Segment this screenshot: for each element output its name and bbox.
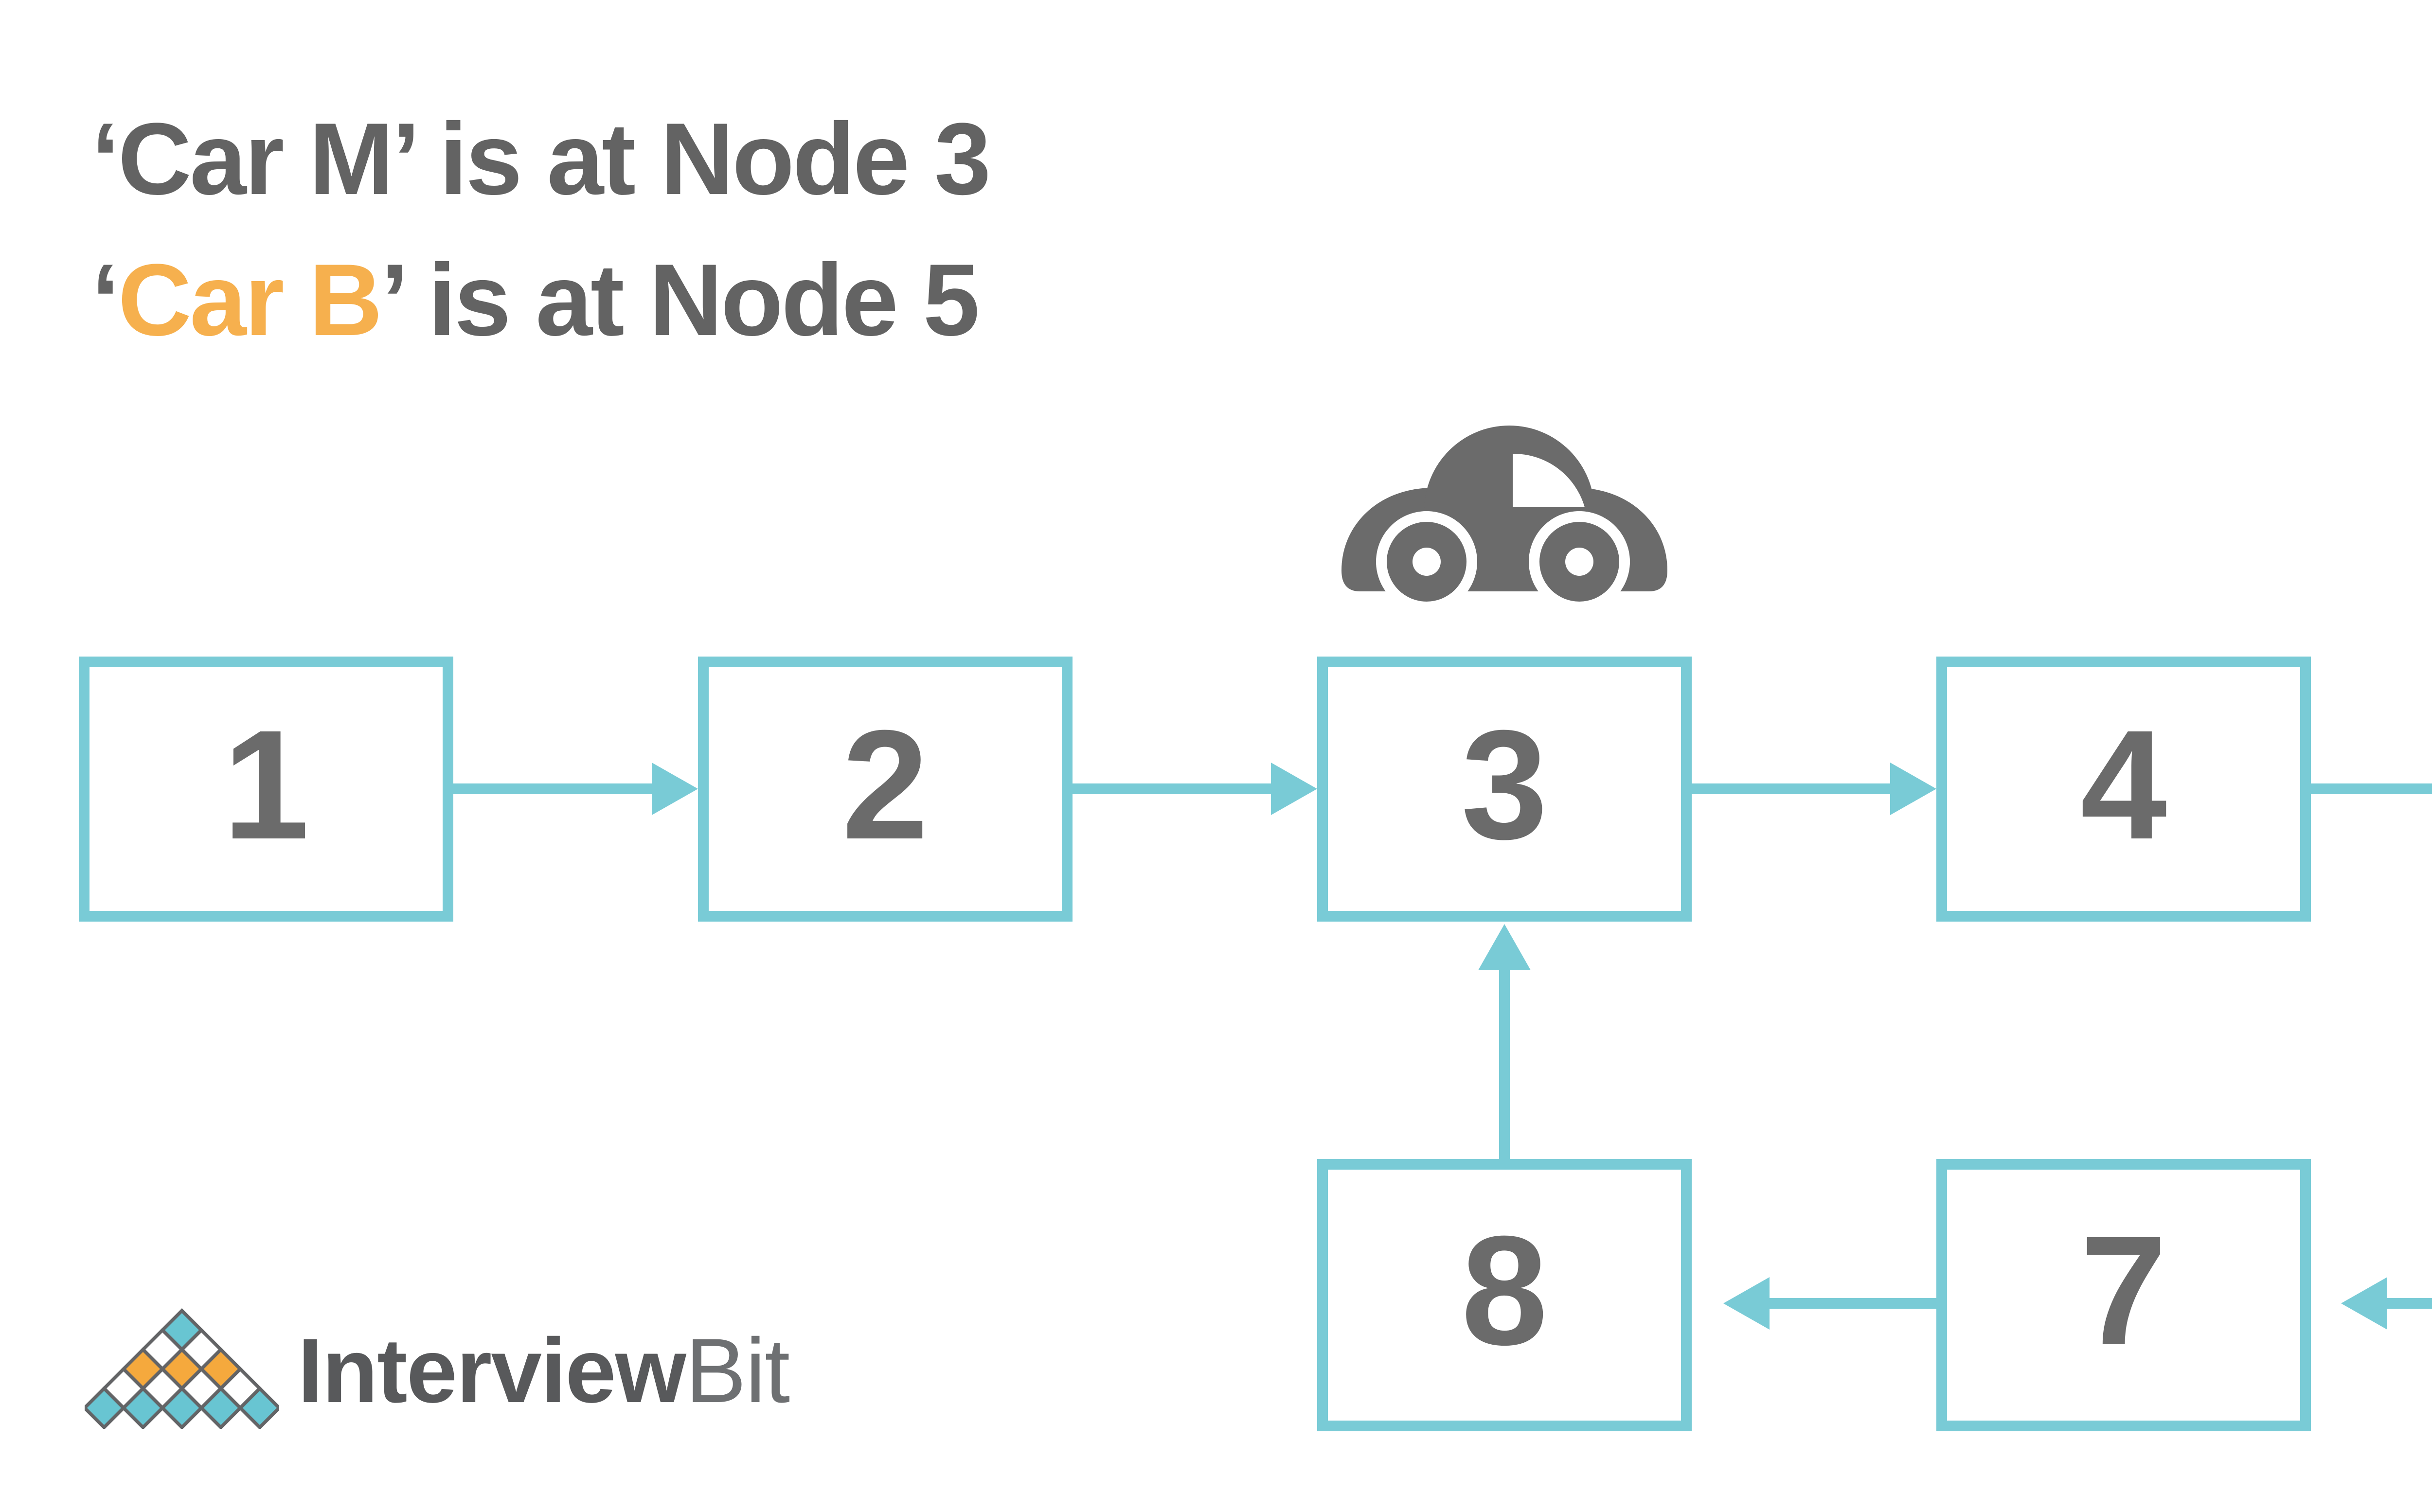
heading-line-2: ‘Car B’ is at Node 5 (91, 230, 989, 371)
car-b-name: Car B (118, 243, 382, 357)
heading: ‘Car M’ is at Node 3 ‘Car B’ is at Node … (91, 89, 991, 371)
interviewbit-logo-text: InterviewBit (298, 1325, 790, 1416)
node-7-label: 7 (2080, 1203, 2167, 1377)
arrow-node8-to-node3 (1478, 924, 1531, 1159)
arrow-node7-to-node8 (1723, 1277, 1964, 1330)
node-1: 1 (79, 657, 453, 922)
node-8-label: 8 (1461, 1203, 1548, 1377)
arrow-node4-to-node5 (2311, 783, 2432, 794)
interviewbit-logo-icon (85, 1308, 279, 1429)
car-m-icon (1341, 426, 1667, 602)
open-quote: ‘ (91, 102, 120, 216)
node-3-label: 3 (1461, 697, 1548, 872)
node-2: 2 (698, 657, 1073, 922)
heading-line-1: ‘Car M’ is at Node 3 (91, 89, 991, 230)
node-8: 8 (1317, 1159, 1692, 1431)
arrow-node3-to-node4 (1692, 763, 1936, 815)
node-3: 3 (1317, 657, 1692, 922)
node-4: 4 (1936, 657, 2311, 922)
arrow-node1-to-node2 (453, 763, 698, 815)
close-quote: ’ (392, 102, 415, 216)
node-4-label: 4 (2080, 697, 2167, 872)
node-2-label: 2 (842, 697, 929, 872)
car-m-name: Car M (118, 102, 393, 216)
heading-line-1-rest: is at Node 3 (412, 102, 991, 216)
arrow-node2-to-node3 (1073, 763, 1317, 815)
close-quote: ’ (380, 243, 404, 357)
open-quote: ‘ (91, 243, 120, 357)
heading-line-2-rest: is at Node 5 (401, 243, 980, 357)
logo-text-interview: Interview (298, 1319, 686, 1422)
node-1-label: 1 (223, 697, 309, 872)
node-7: 7 (1936, 1159, 2311, 1431)
logo-text-bit: Bit (685, 1319, 790, 1422)
arrow-node6-to-node7 (2341, 1277, 2432, 1330)
